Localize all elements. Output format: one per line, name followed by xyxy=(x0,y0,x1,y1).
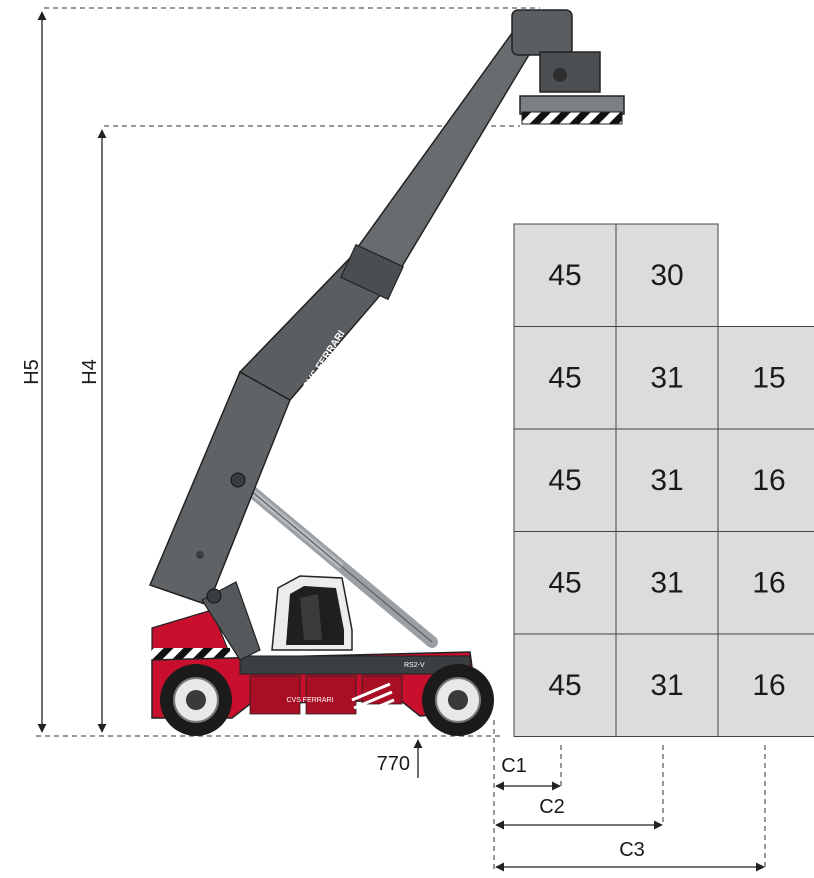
c3-label: C3 xyxy=(619,839,645,861)
capacity-value: 45 xyxy=(548,259,581,292)
capacity-cell xyxy=(717,428,814,532)
capacity-cell xyxy=(615,633,719,737)
capacity-value: 16 xyxy=(752,669,785,702)
capacity-cell xyxy=(615,223,719,327)
clearance-label: 770 xyxy=(377,753,410,775)
capacity-value: 31 xyxy=(650,566,683,599)
dimension-labels: H5 H4 770 C1 C2 C3 xyxy=(21,359,645,861)
pivot-arm xyxy=(201,581,261,661)
capacity-cell xyxy=(615,428,719,532)
reach-stacker: CVS FERRARI CVS FERRARI RS2-V xyxy=(148,9,625,736)
capacity-value: 31 xyxy=(650,464,683,497)
capacity-cell xyxy=(615,326,719,430)
boom: CVS FERRARI xyxy=(148,21,547,606)
capacity-value: 16 xyxy=(752,464,785,497)
capacity-cell xyxy=(513,223,617,327)
capacity-value: 45 xyxy=(548,361,581,394)
rear-wheel xyxy=(422,664,494,736)
hydraulic-cylinder xyxy=(232,474,438,648)
capacity-value: 45 xyxy=(548,669,581,702)
capacity-value: 45 xyxy=(548,464,581,497)
capacity-cell xyxy=(717,633,814,737)
operator-cab xyxy=(271,575,353,651)
chassis-logo-text: CVS FERRARI xyxy=(286,697,333,704)
capacity-cell xyxy=(615,531,719,635)
capacity-cell xyxy=(513,326,617,430)
capacity-value: 15 xyxy=(752,361,785,394)
c2-label: C2 xyxy=(539,796,565,818)
capacity-cell xyxy=(513,633,617,737)
h5-label: H5 xyxy=(21,359,43,385)
capacity-grid: 45 30 45 31 15 45 31 16 45 31 16 45 31 16 xyxy=(513,223,814,737)
capacity-cell xyxy=(513,428,617,532)
spreader xyxy=(511,9,625,125)
c1-label: C1 xyxy=(501,755,527,777)
capacity-cell xyxy=(717,531,814,635)
capacity-value: 16 xyxy=(752,566,785,599)
capacity-value: 31 xyxy=(650,361,683,394)
capacity-value: 31 xyxy=(650,669,683,702)
capacity-value: 30 xyxy=(650,259,683,292)
model-label: RS2-V xyxy=(404,662,425,669)
h4-label: H4 xyxy=(79,359,101,385)
capacity-value: 45 xyxy=(548,566,581,599)
front-wheel xyxy=(160,664,232,736)
capacity-cell xyxy=(513,531,617,635)
